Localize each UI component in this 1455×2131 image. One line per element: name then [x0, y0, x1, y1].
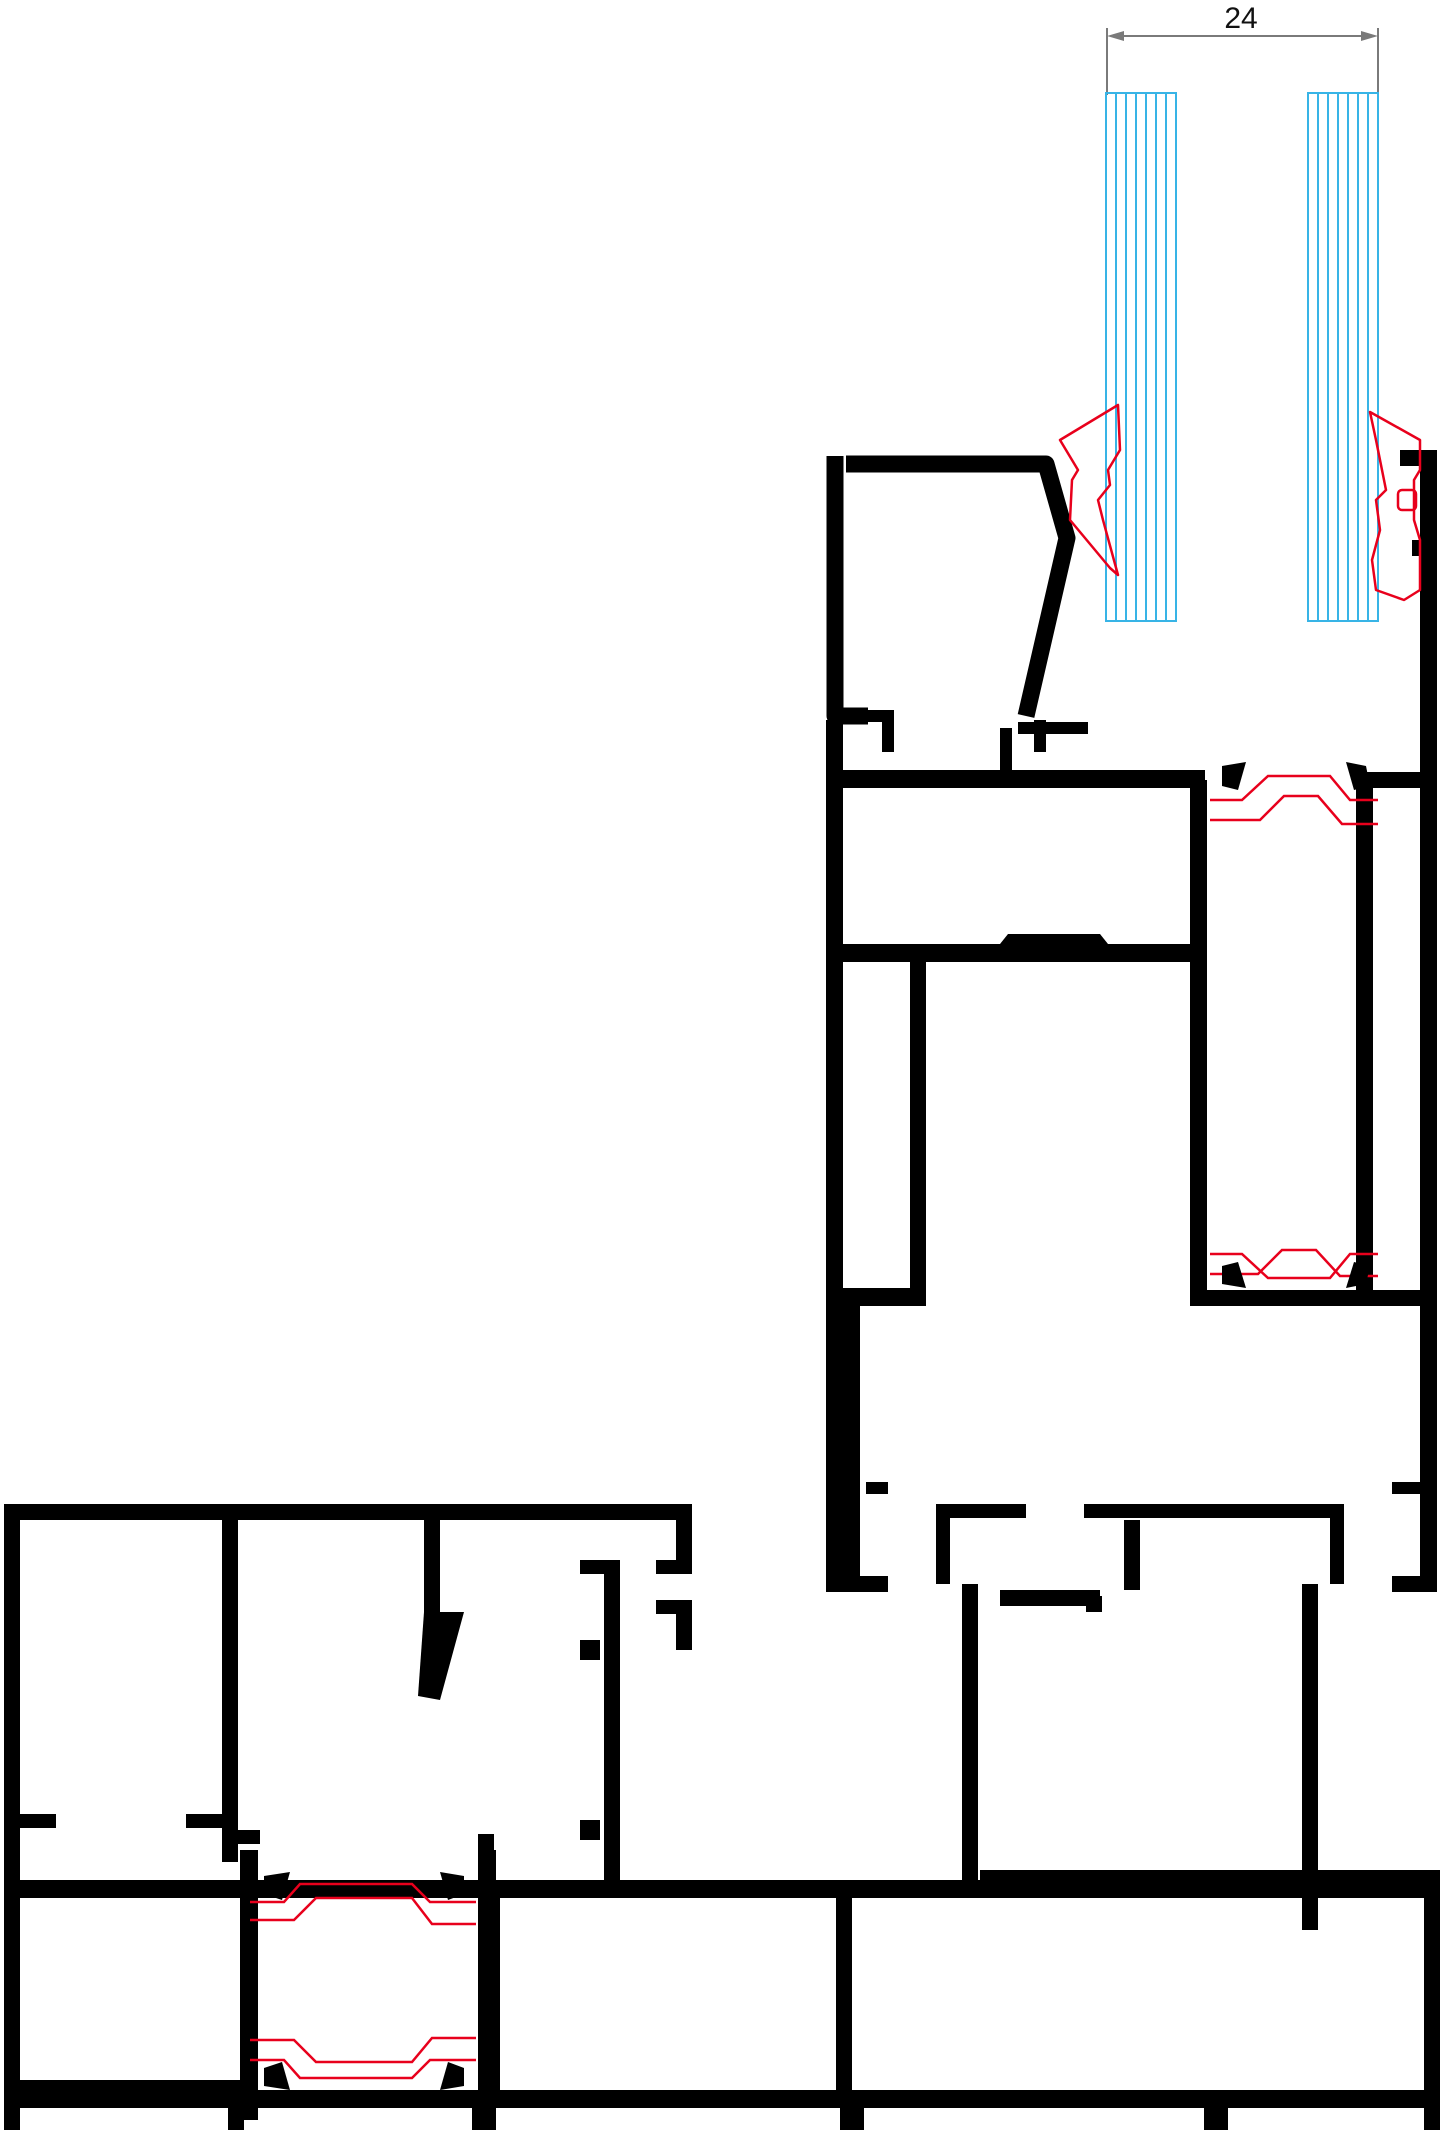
sash-wall-left [826, 720, 843, 1592]
sash-profile [826, 450, 1437, 1592]
thermal-break-upper [1210, 774, 1378, 1280]
outer-glazing-gasket [1058, 403, 1122, 577]
glass-dimension: 24 [1106, 2, 1379, 95]
sash-wall-top [835, 770, 1205, 788]
sash-wall-right [1420, 450, 1437, 1592]
dimension-arrow-left [1107, 31, 1124, 41]
glass-pane-inner [1307, 92, 1379, 622]
thermal-bridge-clips [264, 762, 1370, 2090]
frame-top-wall [4, 1504, 692, 1520]
sash-gaskets [1058, 403, 1422, 602]
frame-profile [4, 1504, 1440, 2130]
thermal-break-lower [250, 1882, 476, 2080]
dimension-arrow-right [1361, 31, 1378, 41]
glass-pane-outer [1105, 92, 1177, 622]
glass-unit [1105, 92, 1379, 622]
glazing-bead [826, 455, 1076, 725]
dimension-label: 24 [1224, 2, 1257, 35]
inner-glazing-gasket [1368, 410, 1422, 602]
